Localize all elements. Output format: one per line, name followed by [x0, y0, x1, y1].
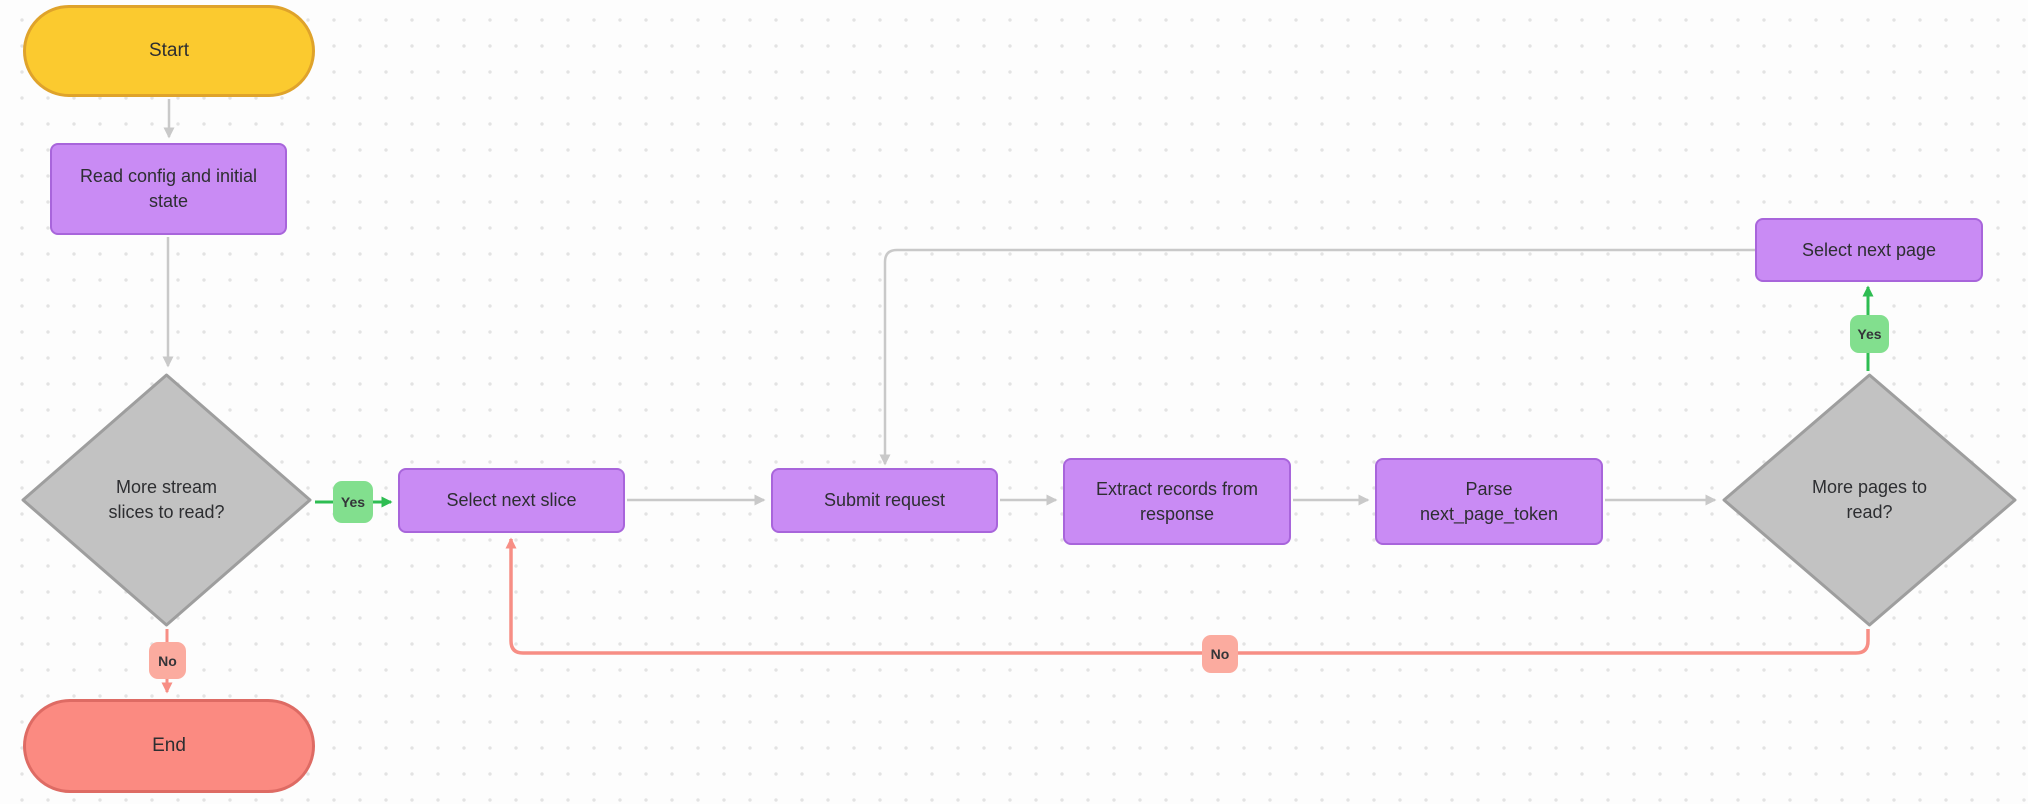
- node-select-next-page[interactable]: Select next page: [1755, 218, 1983, 282]
- node-read-config-label: Read config and initial state: [79, 166, 258, 211]
- node-start-label: Start: [148, 39, 190, 61]
- node-read-config[interactable]: Read config and initial state: [50, 143, 287, 235]
- edge-label-no-more-pages[interactable]: No: [1202, 635, 1238, 673]
- node-more-stream-slices-decision[interactable]: More stream slices to read?: [21, 373, 312, 627]
- node-extract-records[interactable]: Extract records from response: [1063, 458, 1291, 545]
- diamond-shape: [21, 373, 312, 627]
- edge-select-page-to-submit: [879, 248, 1755, 466]
- edge-label-yes-more-pages[interactable]: Yes: [1850, 315, 1889, 353]
- node-parse-next-page-token-label: Parse next_page_token: [1419, 478, 1559, 524]
- node-select-next-slice-label: Select next slice: [446, 490, 577, 511]
- edge-label-no-more-slices[interactable]: No: [149, 642, 186, 679]
- edge-more-pages-no-to-select-slice: [505, 537, 1870, 655]
- node-submit-request[interactable]: Submit request: [771, 468, 998, 533]
- node-submit-request-label: Submit request: [823, 490, 946, 511]
- node-select-next-slice[interactable]: Select next slice: [398, 468, 625, 533]
- node-end-label: End: [152, 734, 186, 756]
- node-parse-next-page-token[interactable]: Parse next_page_token: [1375, 458, 1603, 545]
- node-start[interactable]: Start: [23, 5, 315, 97]
- node-select-next-page-label: Select next page: [1801, 239, 1937, 260]
- node-more-pages-decision[interactable]: More pages to read?: [1722, 373, 2017, 627]
- edge-label-yes-more-slices[interactable]: Yes: [333, 481, 373, 523]
- node-more-stream-slices-label: More stream slices to read?: [108, 477, 225, 522]
- node-extract-records-label: Extract records from response: [1095, 478, 1259, 524]
- diamond-shape: [1722, 373, 2017, 627]
- node-more-pages-label: More pages to read?: [1811, 477, 1928, 522]
- node-end[interactable]: End: [23, 699, 315, 793]
